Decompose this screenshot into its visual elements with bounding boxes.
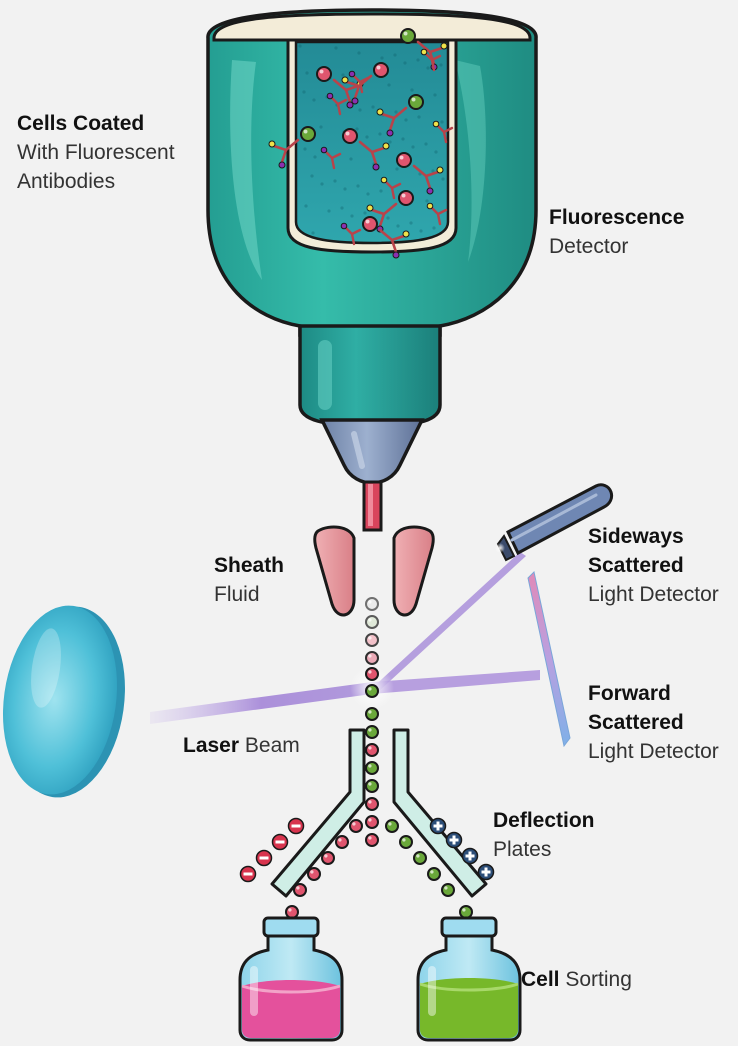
cell-icon: [365, 667, 379, 681]
label-sheath-fluid: Sheath Fluid: [214, 554, 284, 606]
cell-icon: [307, 867, 321, 881]
positive-charge-icon: [461, 847, 479, 865]
cells-coated-line3: Antibodies: [17, 170, 115, 193]
antibody-icon: [326, 92, 348, 116]
positive-charge-icon: [445, 831, 463, 849]
cell-icon: [398, 190, 414, 206]
antibody-icon: [376, 106, 408, 137]
sorting-title: Cell: [521, 968, 560, 991]
antibody-icon: [268, 138, 300, 169]
cell-stream: [365, 597, 379, 847]
antibody-icon: [420, 48, 442, 72]
cell-icon: [427, 867, 441, 881]
cell-icon: [342, 128, 358, 144]
sheath-line2: Fluid: [214, 583, 260, 606]
antibody-icon: [378, 228, 410, 259]
cell-icon: [365, 815, 379, 829]
cell-icon: [365, 707, 379, 721]
antibody-icon: [341, 74, 373, 105]
cell-icon: [365, 633, 379, 647]
cells-coated-title: Cells Coated: [17, 112, 144, 135]
label-sideways-scattered: Sideways Scattered Light Detector: [588, 525, 719, 606]
fluorescence-line2: Detector: [549, 235, 628, 258]
laser-rest: Beam: [239, 734, 300, 757]
cell-icon: [285, 905, 299, 919]
cell-icon: [441, 883, 455, 897]
cell-icon: [396, 152, 412, 168]
cell-icon: [293, 883, 307, 897]
vial-pink: [238, 916, 344, 1042]
cell-icon: [365, 797, 379, 811]
antibody-icon: [432, 120, 454, 144]
negative-charge-icon: [239, 865, 257, 883]
cell-icon: [399, 835, 413, 849]
positive-charge-icon: [477, 863, 495, 881]
cell-icon: [365, 684, 379, 698]
sorting-rest: Sorting: [560, 968, 632, 991]
cell-icon: [365, 743, 379, 757]
deflection-charges: [239, 817, 495, 883]
cell-icon: [400, 28, 416, 44]
label-cells-coated: Cells Coated With Fluorescent Antibodies: [17, 112, 175, 193]
cell-icon: [365, 615, 379, 629]
sheath-fluid: [313, 525, 435, 617]
cells-coated-line2: With Fluorescent: [17, 141, 175, 164]
sideways-line1: Sideways: [588, 525, 684, 548]
sideways-line3: Light Detector: [588, 583, 719, 606]
antibody-icon: [426, 202, 448, 226]
fluorescent-cells: [268, 28, 454, 259]
cell-icon: [300, 126, 316, 142]
cell-icon: [335, 835, 349, 849]
cell-icon: [365, 833, 379, 847]
nozzle: [319, 418, 425, 485]
vial-green: [416, 916, 522, 1042]
label-cell-sorting: Cell Sorting: [521, 968, 632, 991]
deflection-channels: [270, 728, 488, 898]
cell-icon: [362, 216, 378, 232]
cell-icon: [316, 66, 332, 82]
cell-icon: [321, 851, 335, 865]
forward-line3: Light Detector: [588, 740, 719, 763]
antibody-icon: [340, 222, 362, 246]
antibody-icon: [332, 78, 364, 109]
label-fluorescence-detector: Fluorescence Detector: [549, 206, 684, 258]
cell-icon: [459, 905, 473, 919]
laser-title: Laser: [183, 734, 239, 757]
cell-icon: [365, 597, 379, 611]
negative-charge-icon: [287, 817, 305, 835]
forward-scatter-plate: [527, 570, 571, 748]
forward-line2: Scattered: [588, 711, 684, 734]
deflection-title: Deflection: [493, 809, 595, 832]
positive-charge-icon: [429, 817, 447, 835]
antibody-icon: [320, 146, 342, 170]
cell-icon: [365, 651, 379, 665]
cell-icon: [365, 779, 379, 793]
side-scatter-detector: [495, 483, 614, 562]
cell-icon: [373, 62, 389, 78]
antibody-icon: [358, 140, 390, 171]
cell-icon: [385, 819, 399, 833]
cell-icon: [408, 94, 424, 110]
fluorescence-detector: [206, 8, 538, 532]
sideways-line2: Scattered: [588, 554, 684, 577]
laser-beam: [150, 552, 540, 724]
antibody-icon: [412, 164, 444, 195]
label-laser-beam: Laser Beam: [183, 734, 300, 757]
negative-charge-icon: [255, 849, 273, 867]
label-forward-scattered: Forward Scattered Light Detector: [588, 682, 719, 763]
antibody-icon: [380, 176, 402, 200]
label-deflection-plates: Deflection Plates: [493, 809, 595, 861]
negative-charge-icon: [271, 833, 289, 851]
forward-line1: Forward: [588, 682, 671, 705]
fluorescence-title: Fluorescence: [549, 206, 684, 229]
cell-icon: [413, 851, 427, 865]
deflection-line2: Plates: [493, 838, 551, 861]
cell-icon: [349, 819, 363, 833]
laser-lens: [2, 605, 125, 798]
cell-icon: [365, 761, 379, 775]
sheath-title: Sheath: [214, 554, 284, 577]
antibody-icon: [348, 70, 370, 94]
cell-icon: [365, 725, 379, 739]
